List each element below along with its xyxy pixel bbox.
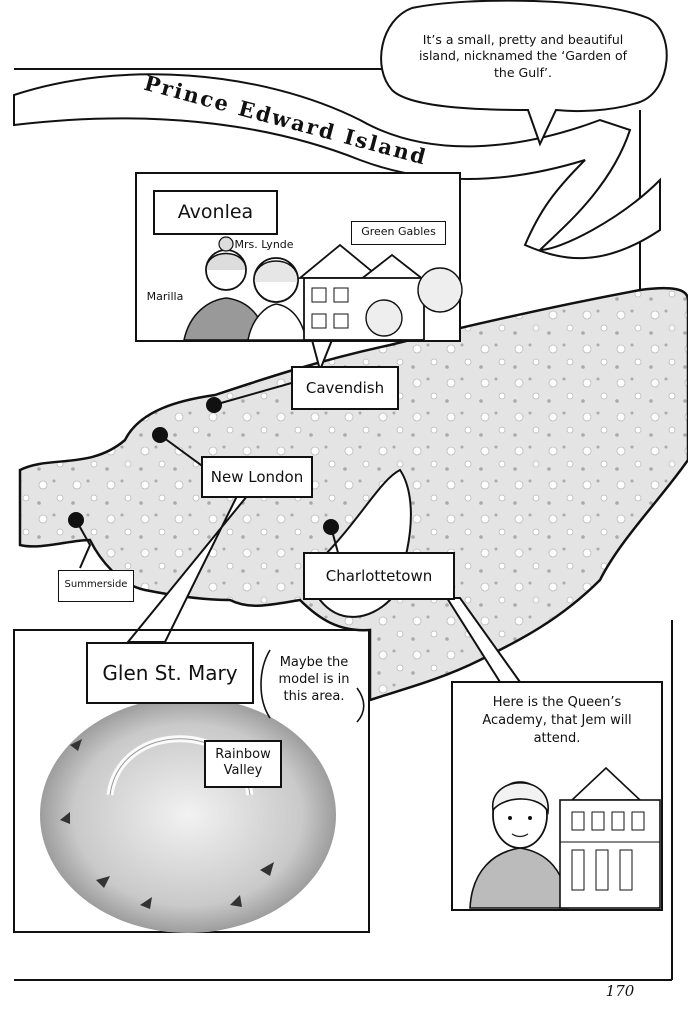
queens-note-line: Here is the Queen’s — [492, 695, 622, 710]
new-london-label: New London — [201, 456, 313, 498]
summerside-pointer — [75, 519, 92, 569]
charlottetown-label: Charlottetown — [303, 552, 455, 600]
leaves-decoration — [60, 739, 274, 909]
speech-line: It’s a small, pretty and beautiful — [422, 32, 624, 47]
glen-note-line: model is in — [278, 671, 350, 687]
queens-note-line: Academy, that Jem will — [482, 713, 632, 729]
speech-text-top: It’s a small, pretty and beautiful islan… — [392, 32, 654, 81]
island-shape — [18, 286, 688, 702]
speech-line: the Gulf’. — [494, 64, 552, 80]
speech-line: island, nicknamed the ‘Garden of — [418, 48, 628, 64]
marilla-figure — [183, 236, 267, 341]
marilla-label: Marilla — [146, 290, 184, 303]
rainbow-valley-label: Rainbow Valley — [204, 740, 282, 788]
glen-st-mary-label: Glen St. Mary — [86, 642, 254, 704]
title-ribbon — [13, 73, 661, 260]
summerside-label: Summerside — [58, 570, 134, 602]
cavendish-label: Cavendish — [291, 366, 399, 410]
glen-note-line: this area. — [283, 688, 345, 704]
glen-circle — [40, 697, 336, 933]
queens-note-line: attend. — [533, 731, 581, 747]
mrs-lynde-figure — [247, 257, 307, 341]
glen-note-line: Maybe the — [279, 655, 349, 670]
glen-note-bracket-left — [260, 649, 271, 719]
avonlea-label: Avonlea — [153, 190, 278, 235]
glen-note-bracket-right — [356, 687, 365, 723]
page-number: 170 — [605, 982, 635, 1000]
speech-bubble-top — [380, 0, 668, 147]
academy-building — [559, 766, 661, 909]
mrs-lynde-label: Mrs. Lynde — [234, 238, 294, 251]
green-gables-house — [297, 243, 463, 341]
queens-note-text: Here is the Queen’s Academy, that Jem wi… — [454, 694, 660, 749]
jem-figure — [469, 781, 569, 909]
green-gables-label: Green Gables — [351, 221, 446, 245]
glen-note-text: Maybe the model is in this area. — [268, 655, 360, 706]
